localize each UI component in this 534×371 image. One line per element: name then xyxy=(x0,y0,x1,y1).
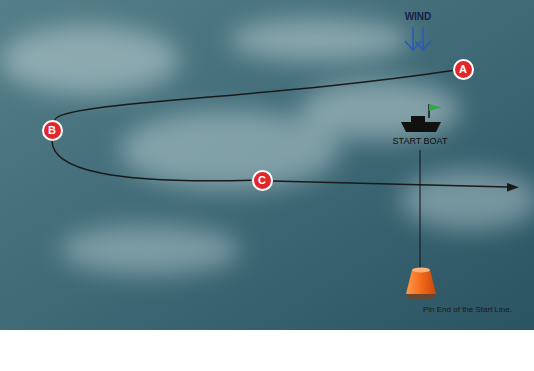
course-line xyxy=(52,141,252,181)
course-mark: B xyxy=(42,120,63,141)
mark-letter: B xyxy=(48,125,56,136)
arrowhead xyxy=(507,183,519,192)
mark-letter: C xyxy=(258,175,266,186)
buoy-label: Pin End of the Start Line. xyxy=(423,306,512,315)
course-line xyxy=(272,181,508,187)
wind-arrows xyxy=(405,27,431,50)
pin-buoy xyxy=(406,268,436,301)
water xyxy=(0,0,534,330)
start-boat-symbol xyxy=(401,104,442,132)
course-mark: A xyxy=(453,59,474,80)
course-mark: C xyxy=(252,170,273,191)
course-line xyxy=(55,71,453,120)
foam xyxy=(0,18,534,275)
mark-letter: A xyxy=(459,64,467,75)
wind-label: WIND xyxy=(405,11,432,22)
start-line xyxy=(420,150,421,272)
boat-label: START BOAT xyxy=(393,137,448,147)
